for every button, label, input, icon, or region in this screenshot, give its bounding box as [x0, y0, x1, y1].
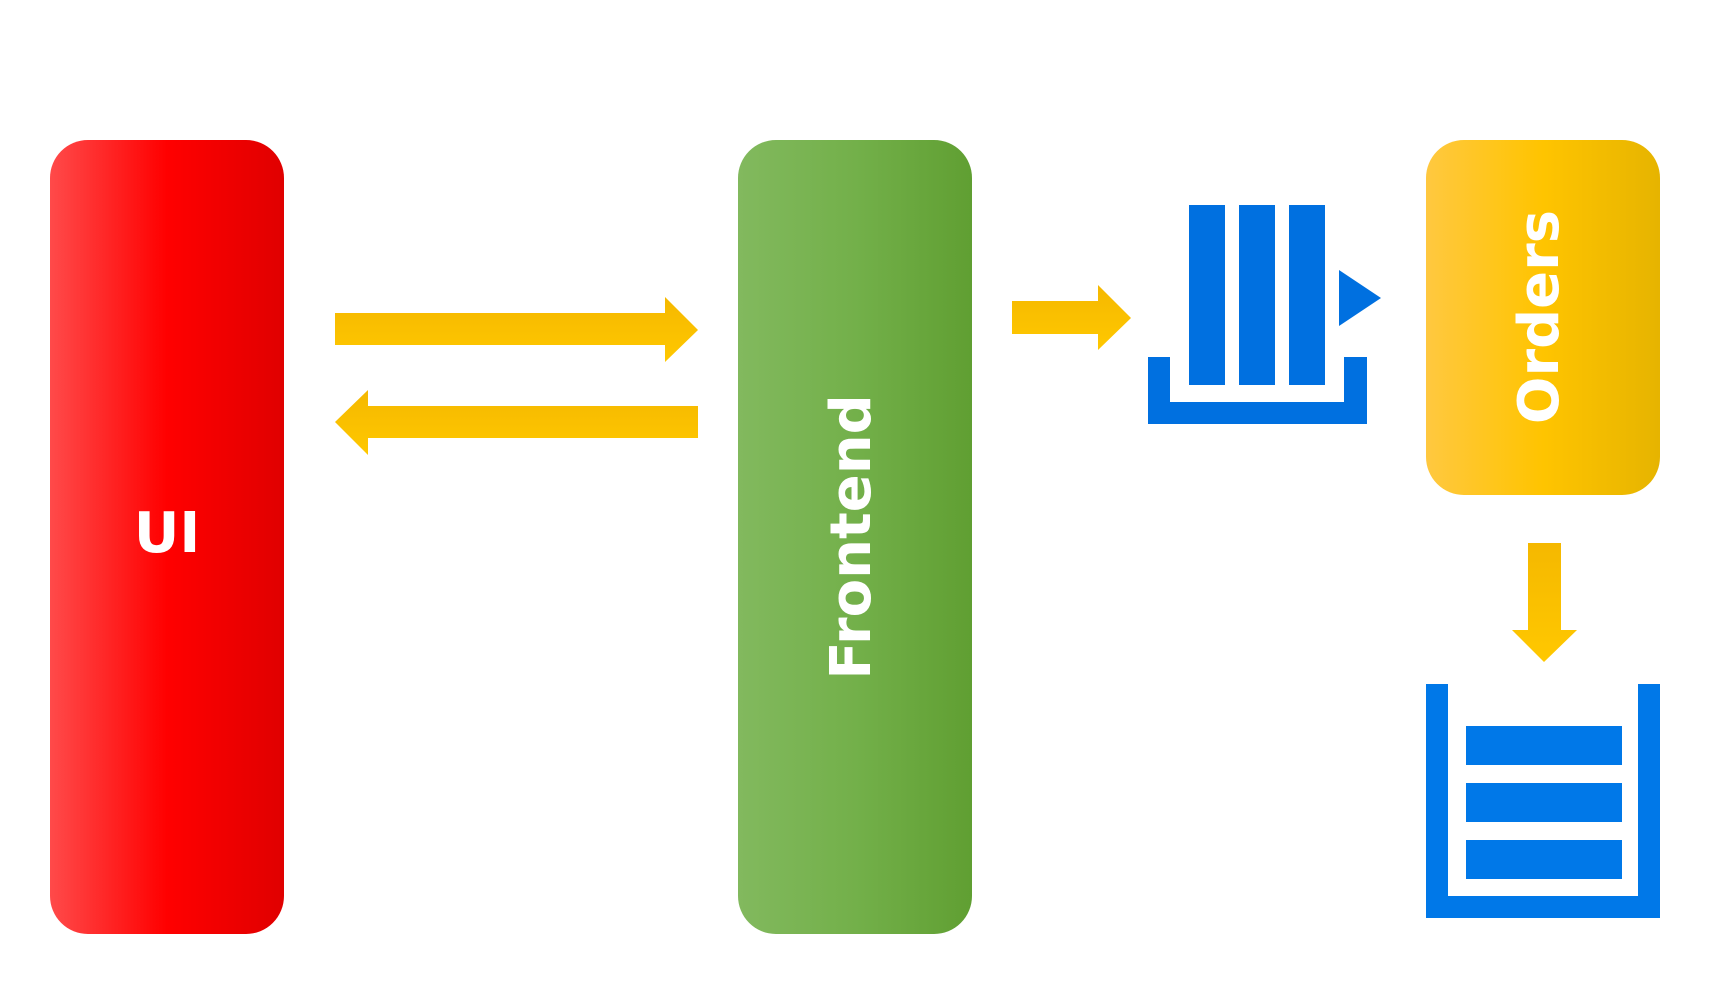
arrow-right-icon — [335, 297, 698, 362]
arrow-down-icon — [1512, 543, 1577, 662]
frontend-node[interactable]: Frontend — [738, 140, 972, 934]
ui-node[interactable]: UI — [50, 140, 284, 934]
orders-box — [1426, 140, 1660, 495]
stacked-storage-icon — [1426, 684, 1660, 918]
orders-label: Orders — [1507, 210, 1572, 424]
frontend-label: Frontend — [819, 394, 884, 679]
arrow-left-icon — [335, 390, 698, 455]
ui-label: UI — [134, 501, 200, 566]
arrow-right-icon — [1012, 285, 1131, 350]
orders-node[interactable]: Orders — [1426, 140, 1660, 495]
ui-box — [50, 140, 284, 934]
frontend-box — [738, 140, 972, 934]
message-queue-icon — [1148, 205, 1381, 424]
